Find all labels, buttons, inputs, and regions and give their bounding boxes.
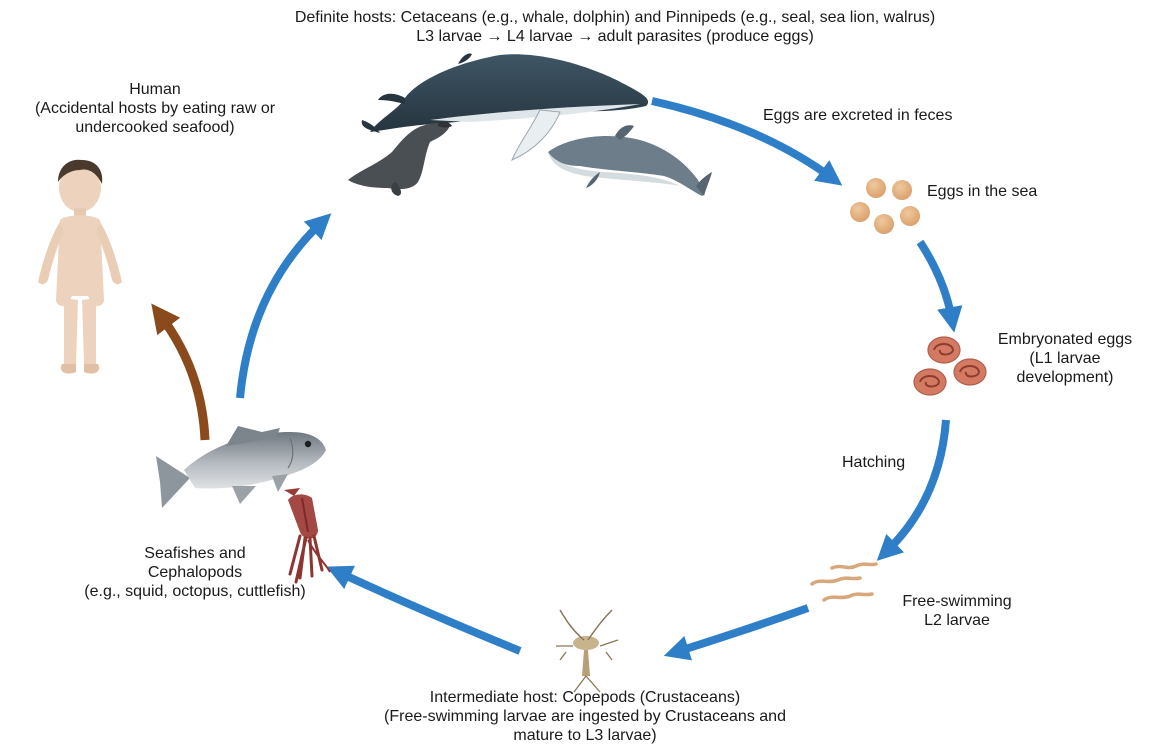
human-label: Human (Accidental hosts by eating raw or… bbox=[0, 80, 310, 137]
embryonated-line1: Embryonated eggs bbox=[980, 330, 1150, 349]
arrow-to-embryo bbox=[920, 242, 952, 320]
definite-hosts-line2: L3 larvae → L4 larvae → adult parasites … bbox=[255, 27, 975, 46]
seafish-label: Seafishes and Cephalopods (e.g., squid, … bbox=[45, 544, 345, 601]
arrow-hatching bbox=[886, 420, 946, 552]
intermediate-line3: mature to L3 larvae) bbox=[300, 726, 870, 745]
copepod-icon bbox=[556, 610, 618, 692]
l2-line2: L2 larvae bbox=[872, 611, 1042, 630]
intermediate-line1: Intermediate host: Copepods (Crustaceans… bbox=[300, 688, 870, 707]
human-icon bbox=[38, 160, 122, 374]
seafish-line3: (e.g., squid, octopus, cuttlefish) bbox=[45, 582, 345, 601]
arrow-to-definite bbox=[240, 222, 322, 398]
larva-icon bbox=[812, 564, 876, 600]
eggs-in-sea-label: Eggs in the sea bbox=[927, 182, 1037, 201]
seafish-line2: Cephalopods bbox=[45, 563, 345, 582]
human-line3: undercooked seafood) bbox=[0, 118, 310, 137]
intermediate-line2: (Free-swimming larvae are ingested by Cr… bbox=[300, 707, 870, 726]
embryonated-egg-icon bbox=[914, 337, 986, 395]
dolphin-icon bbox=[548, 125, 712, 196]
arrow-to-seafish bbox=[338, 572, 520, 651]
eggs-excreted-label: Eggs are excreted in feces bbox=[763, 106, 952, 125]
l2-larvae-label: Free-swimming L2 larvae bbox=[872, 592, 1042, 630]
arrow-to-human bbox=[160, 315, 205, 440]
human-line2: (Accidental hosts by eating raw or bbox=[0, 99, 310, 118]
intermediate-host-label: Intermediate host: Copepods (Crustaceans… bbox=[300, 688, 870, 745]
hatching-label: Hatching bbox=[842, 453, 905, 472]
embryonated-label: Embryonated eggs (L1 larvae development) bbox=[980, 330, 1150, 387]
sea-lion-icon bbox=[348, 122, 452, 196]
seafish-line1: Seafishes and bbox=[45, 544, 345, 563]
definite-hosts-line1: Definite hosts: Cetaceans (e.g., whale, … bbox=[255, 8, 975, 27]
human-line1: Human bbox=[0, 80, 310, 99]
embryonated-line2: (L1 larvae bbox=[980, 349, 1150, 368]
egg-icon bbox=[850, 178, 920, 234]
arrow-to-copepod bbox=[676, 608, 808, 652]
definite-hosts-label: Definite hosts: Cetaceans (e.g., whale, … bbox=[255, 8, 975, 46]
l2-line1: Free-swimming bbox=[872, 592, 1042, 611]
embryonated-line3: development) bbox=[980, 368, 1150, 387]
